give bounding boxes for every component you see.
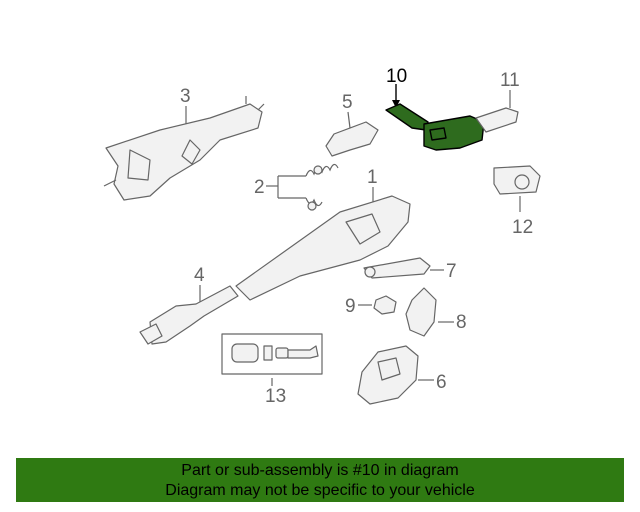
- callout-6: 6: [436, 372, 447, 393]
- callout-4: 4: [194, 265, 205, 286]
- part-1-steering-column: [235, 195, 411, 301]
- banner-line-2: Diagram may not be specific to your vehi…: [165, 482, 475, 499]
- part-2-springs: [305, 163, 339, 211]
- part-8-shroud: [405, 287, 437, 337]
- callout-9: 9: [345, 296, 356, 317]
- part-4-intermediate-shaft: [139, 285, 239, 345]
- callout-5: 5: [342, 92, 353, 113]
- part-11-wiper-stalk: [475, 107, 519, 133]
- callout-10[interactable]: 10: [386, 66, 407, 87]
- callout-7: 7: [446, 261, 457, 282]
- part-5-bracket: [325, 121, 379, 157]
- callout-11: 11: [500, 70, 520, 91]
- callout-12: 12: [512, 217, 533, 238]
- part-6-lower-shroud: [357, 345, 419, 405]
- banner-line-1: Part or sub-assembly is #10 in diagram: [181, 462, 459, 479]
- callout-2: 2: [254, 177, 265, 198]
- part-9-nut: [373, 295, 397, 315]
- part-12-ignition-module: [493, 165, 541, 195]
- parts-diagram: 3 5 10 11 2 1 12 4 7 9 8 6 13: [103, 66, 541, 407]
- callout-3: 3: [180, 86, 191, 107]
- callout-13: 13: [265, 386, 286, 407]
- part-7-bracket: [363, 257, 431, 279]
- part-10-multifunction-switch[interactable]: [385, 103, 485, 151]
- part-info-banner: Part or sub-assembly is #10 in diagram D…: [16, 458, 624, 502]
- part-13-lock-cylinder-kit: [221, 333, 323, 375]
- callout-1: 1: [367, 167, 378, 188]
- part-3-bracket: [103, 96, 265, 201]
- leader-lines: [185, 84, 521, 386]
- callout-8: 8: [456, 312, 467, 333]
